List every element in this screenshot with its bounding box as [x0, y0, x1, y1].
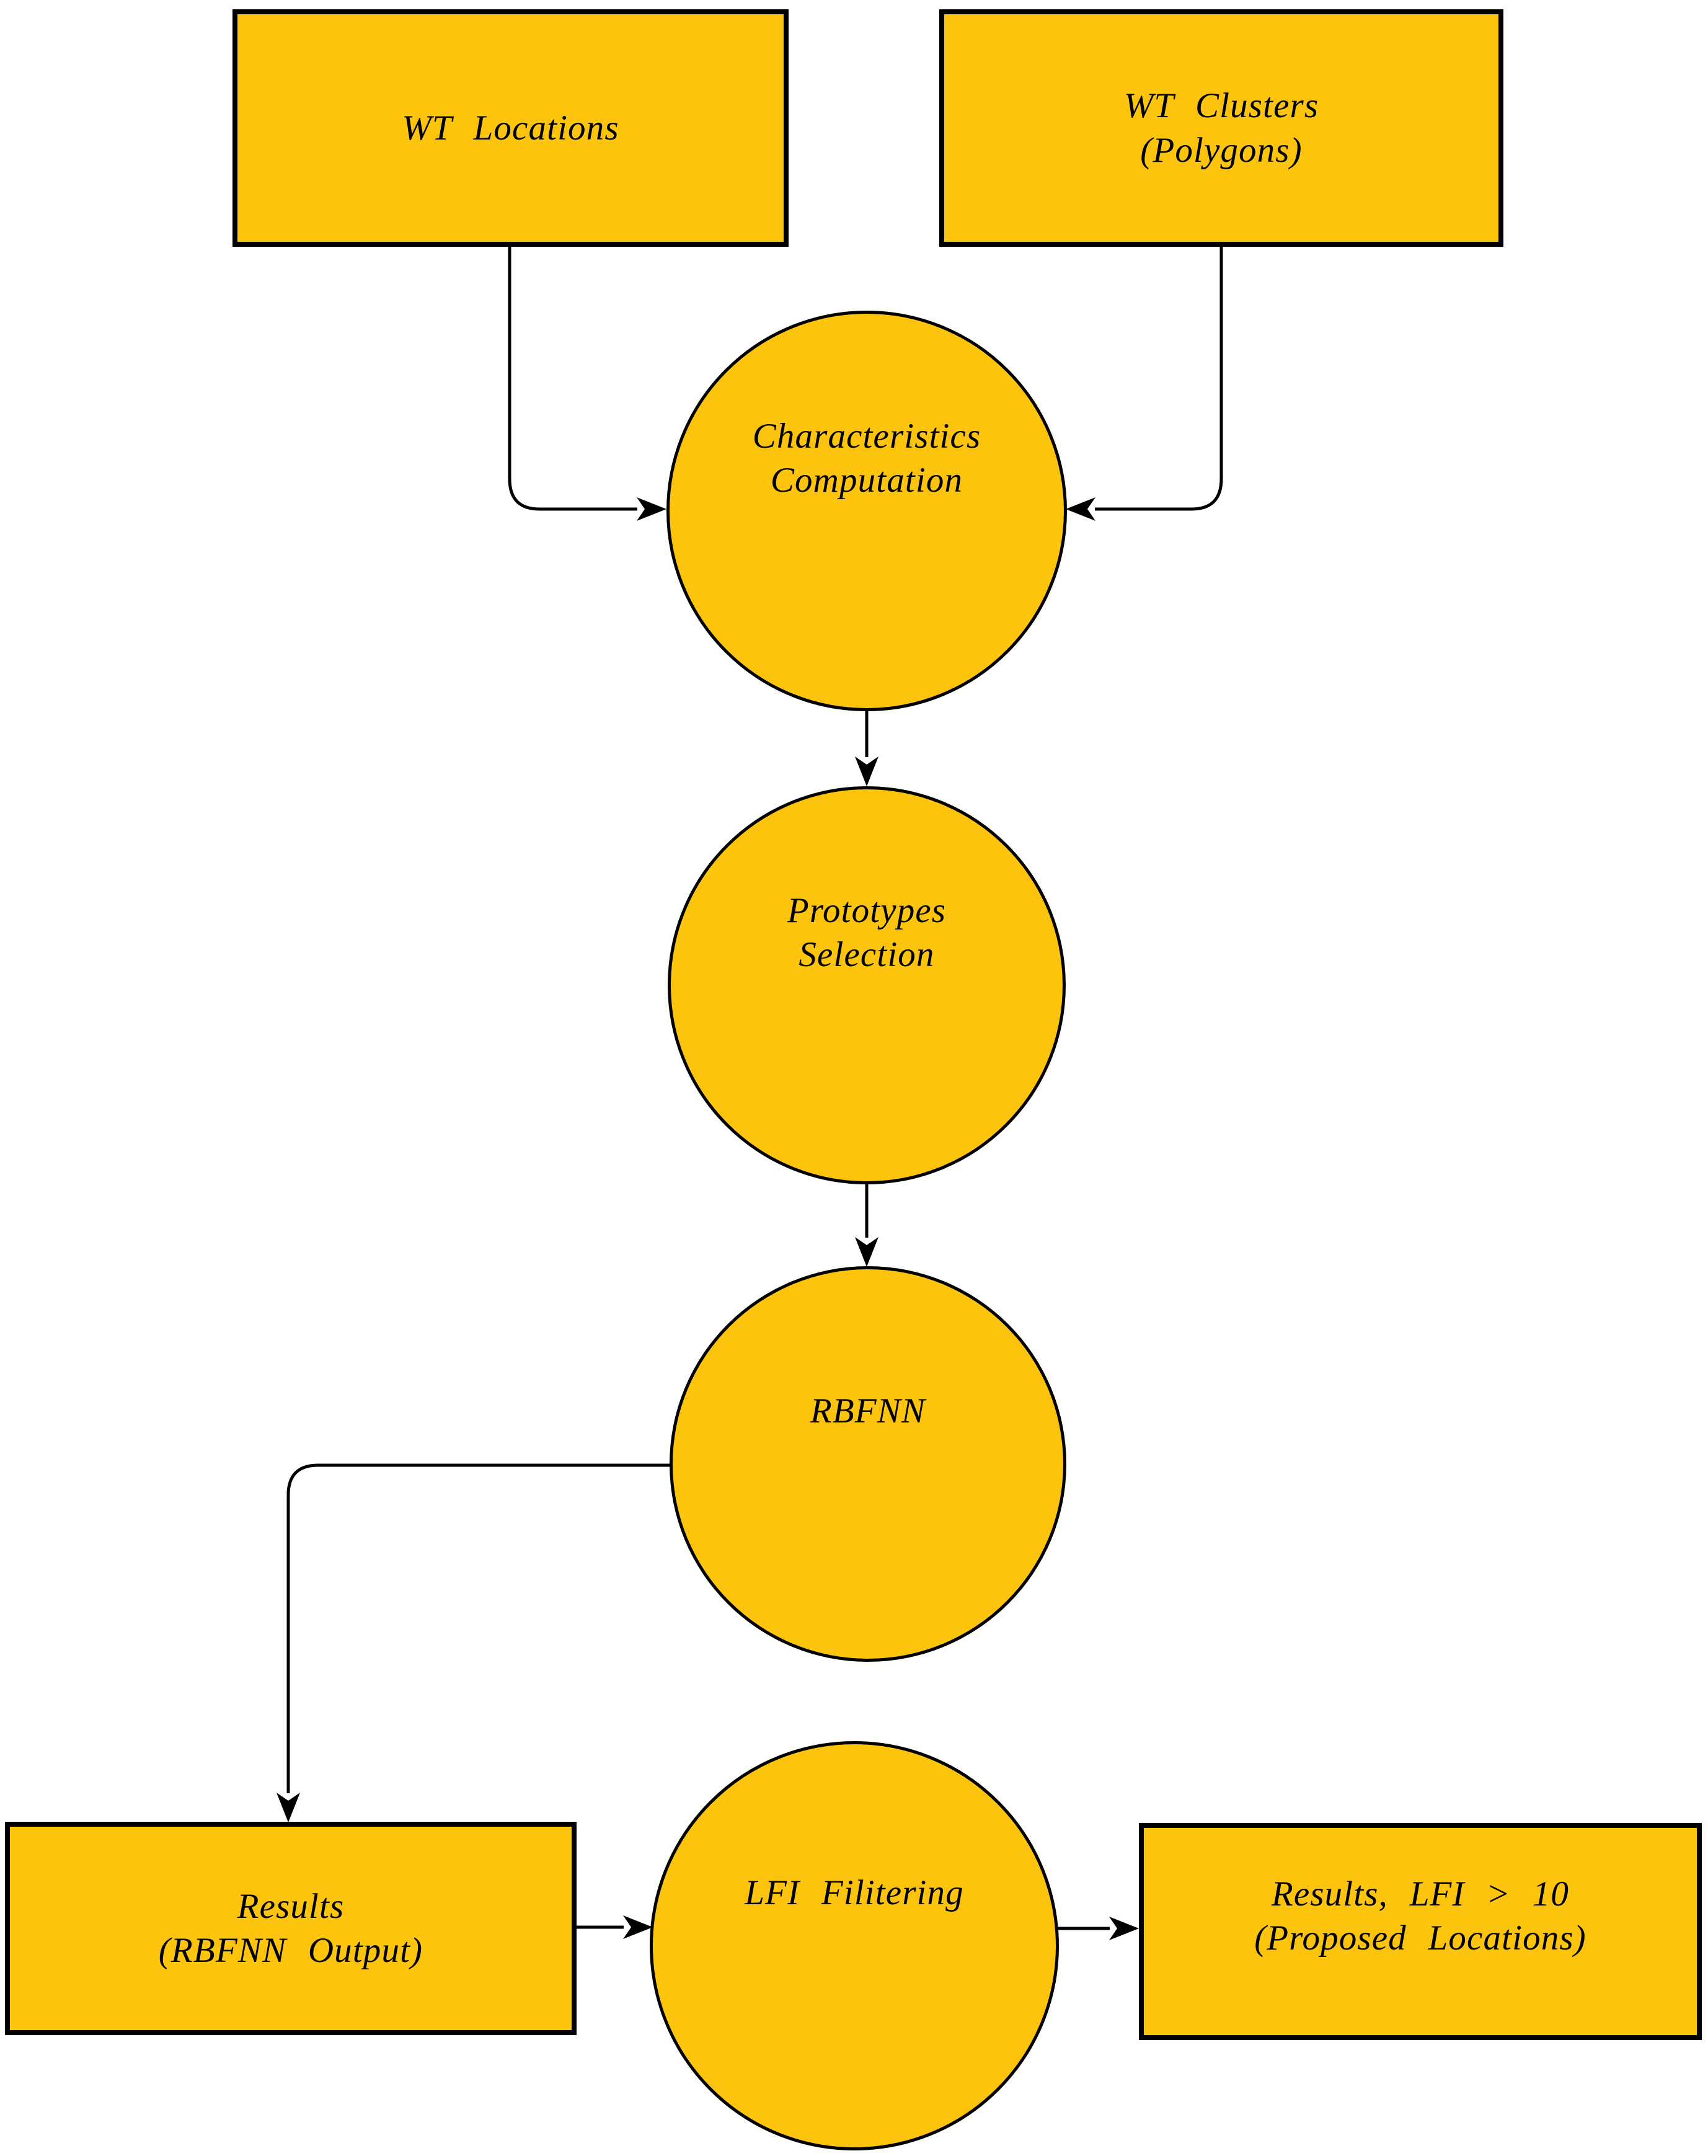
label-line: (RBFNN Output)	[158, 1931, 423, 1970]
node-wt-clusters-label: WT Clusters (Polygons)	[1124, 84, 1319, 172]
node-rbfnn: RBFNN	[670, 1266, 1066, 1662]
node-prototypes-selection: Prototypes Selection	[668, 786, 1066, 1184]
label-line: Characteristics	[752, 416, 981, 456]
node-results-lfi-gt-10-label: Results, LFI > 10 (Proposed Locations)	[1254, 1872, 1586, 1961]
node-lfi-filtering: LFI Filitering	[650, 1741, 1059, 2150]
label-line: RBFNN	[810, 1391, 926, 1431]
label-line: LFI Filitering	[745, 1873, 964, 1913]
node-lfi-filtering-label: LFI Filitering	[745, 1871, 964, 1915]
label-line: WT Clusters	[1123, 86, 1319, 126]
label-line: Computation	[770, 461, 963, 500]
node-results-rbfnn-output-label: Results (RBFNN Output)	[159, 1884, 423, 1973]
node-results-rbfnn-output: Results (RBFNN Output)	[5, 1822, 577, 2035]
arrow-wt-locations-to-characteristics	[508, 247, 666, 521]
node-characteristics-computation-label: Characteristics Computation	[753, 414, 981, 503]
label-line: Prototypes	[787, 890, 947, 930]
node-characteristics-computation: Characteristics Computation	[666, 311, 1067, 711]
node-results-lfi-gt-10: Results, LFI > 10 (Proposed Locations)	[1139, 1823, 1702, 2040]
arrow-wt-clusters-to-characteristics	[1066, 247, 1223, 521]
label-line: (Proposed Locations)	[1254, 1919, 1586, 1958]
node-wt-clusters: WT Clusters (Polygons)	[939, 9, 1503, 247]
label-line: Selection	[799, 935, 935, 974]
arrow-rbfnn-to-results	[277, 1463, 671, 1822]
node-wt-locations-label: WT Locations	[402, 106, 619, 150]
node-rbfnn-label: RBFNN	[810, 1389, 926, 1433]
label-line: (Polygons)	[1140, 130, 1303, 170]
node-wt-locations: WT Locations	[232, 9, 789, 247]
label-line: WT Locations	[402, 108, 619, 148]
label-line: Results, LFI > 10	[1271, 1874, 1570, 1914]
node-prototypes-selection-label: Prototypes Selection	[787, 889, 946, 977]
label-line: Results	[237, 1886, 345, 1926]
